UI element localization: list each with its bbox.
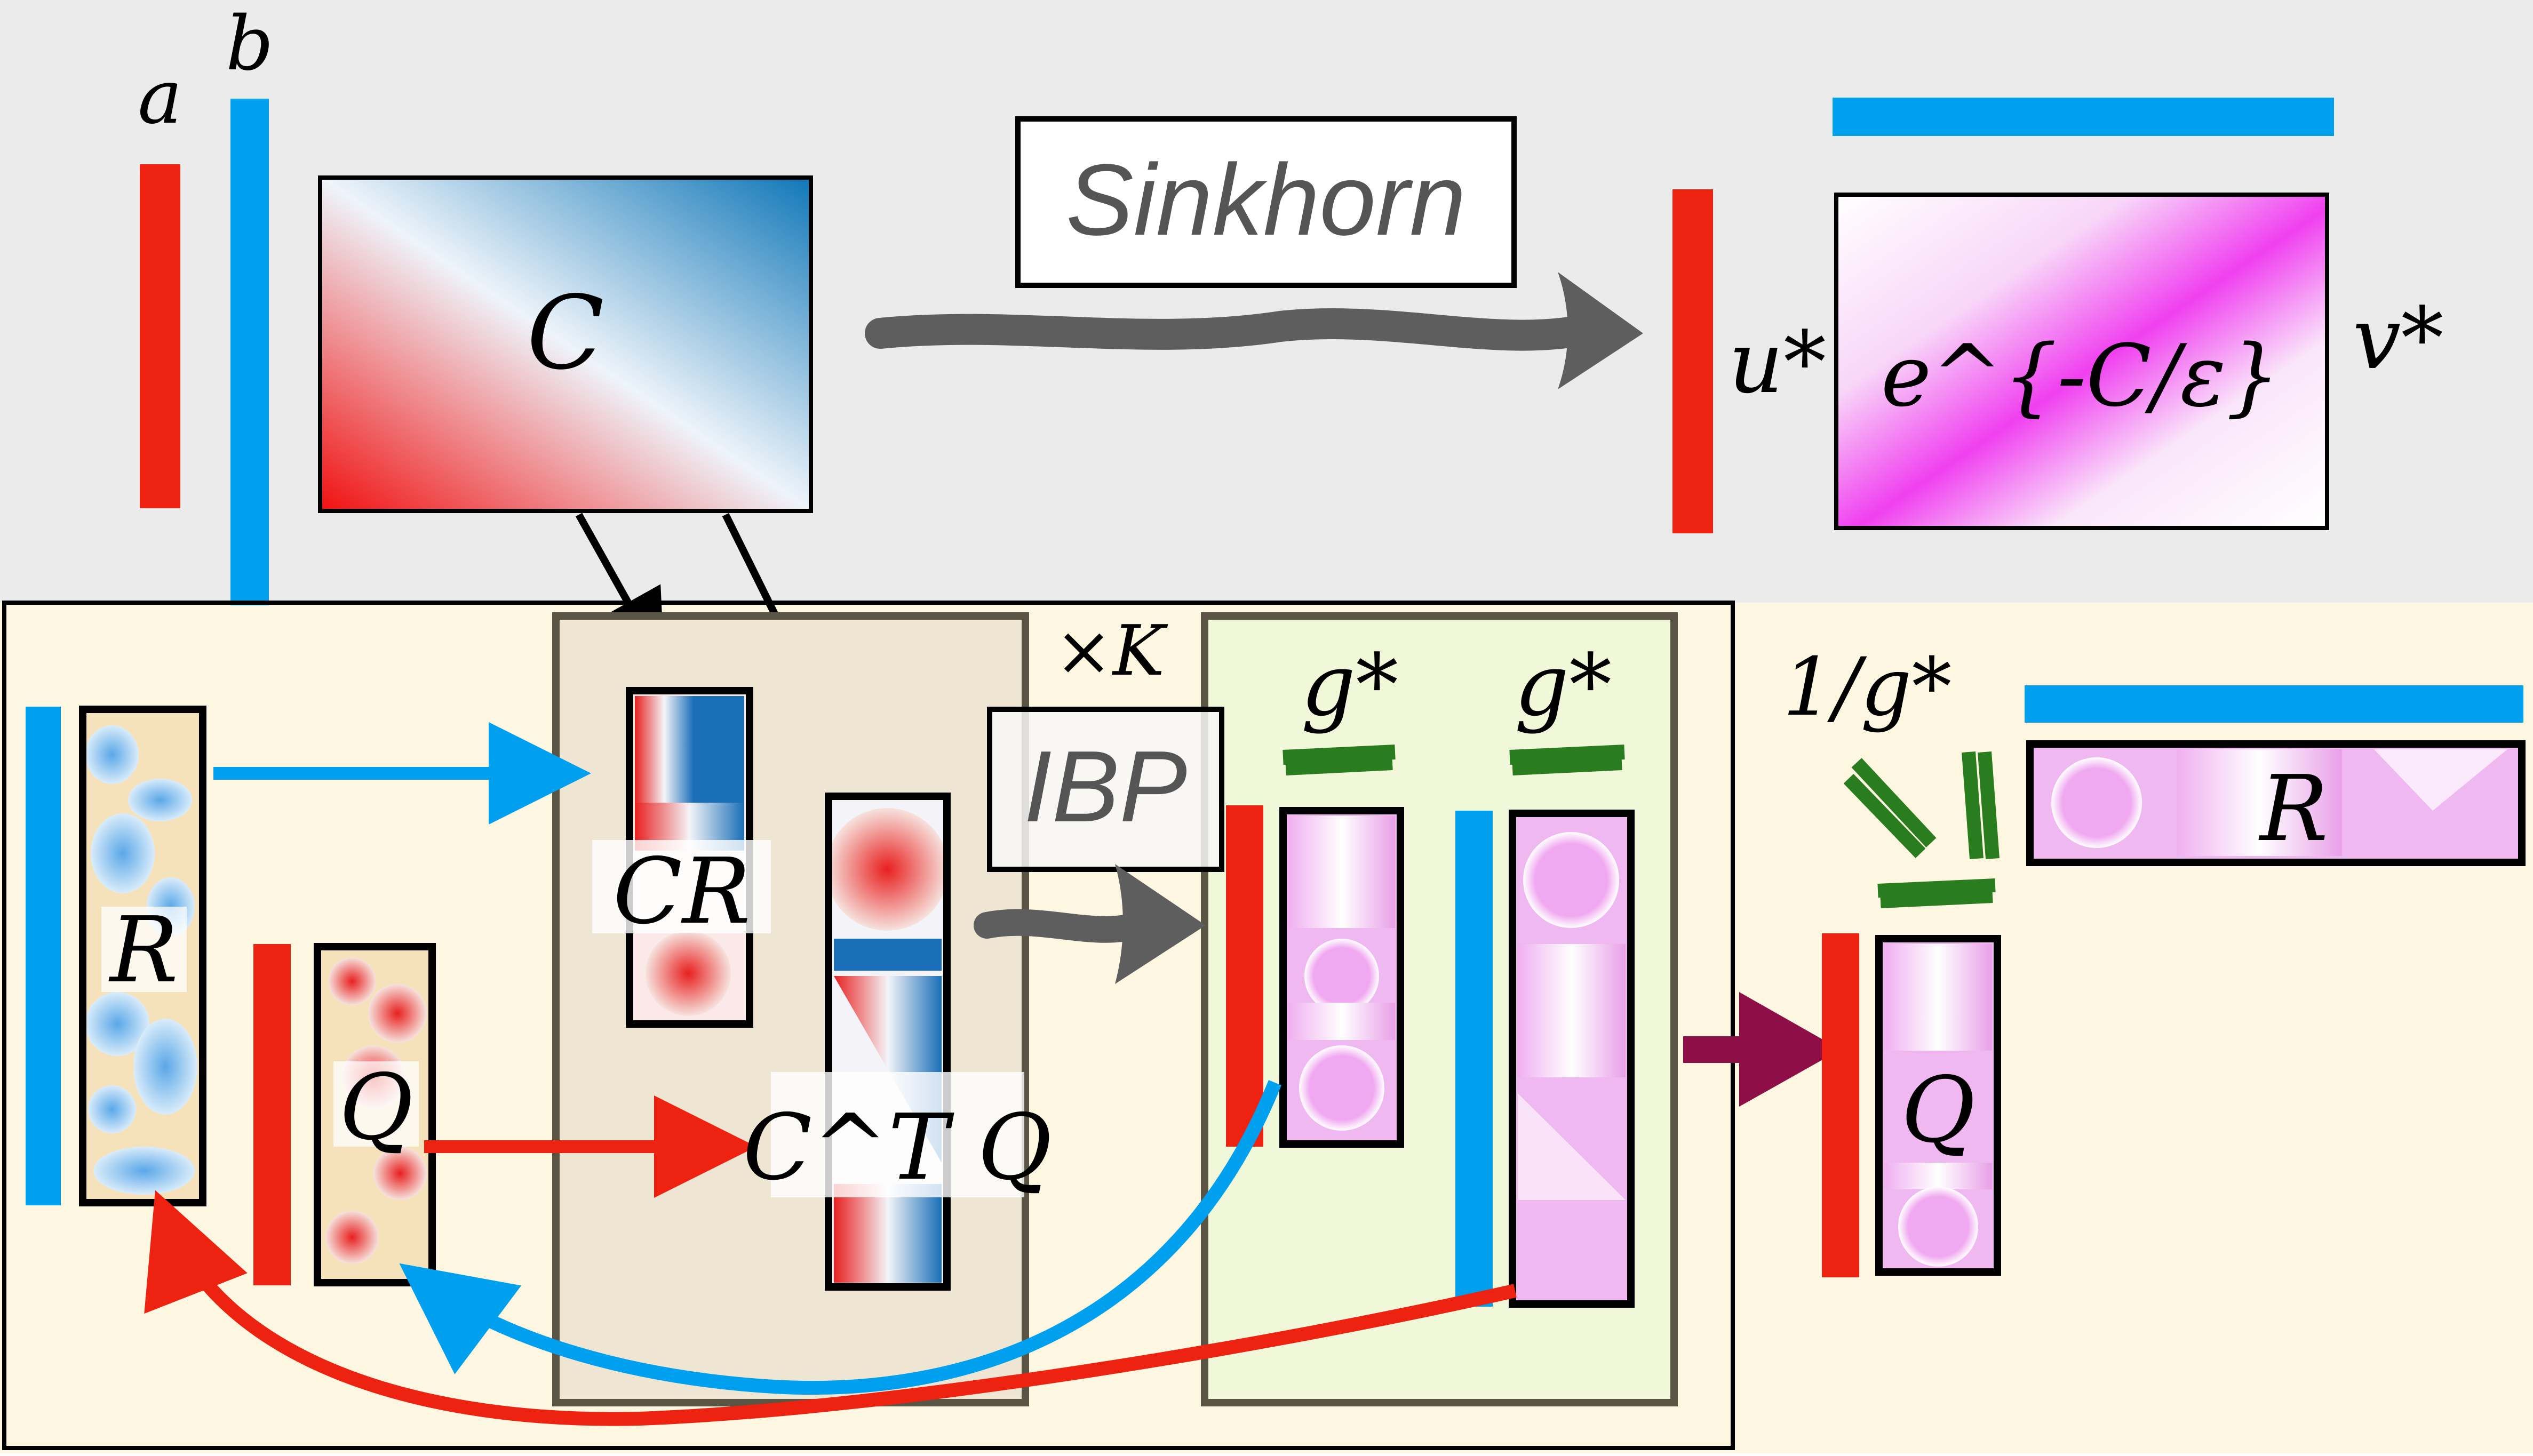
ibp-label: IBP (1024, 730, 1187, 843)
Q-left-red-bar (253, 944, 291, 1285)
label-a: a (138, 54, 182, 141)
CR-label-bg (592, 840, 771, 933)
Q-out-label: Q (1901, 1058, 1975, 1163)
kernel-label: e^{-C/ε} (1881, 326, 2281, 426)
v-star-label: v* (2353, 289, 2443, 388)
g1-green-scribble (1283, 745, 1396, 775)
R-out-blue-bar (2025, 685, 2523, 723)
g2-matrix (1509, 810, 1635, 1308)
sinkhorn-box (1015, 116, 1517, 288)
feedback-blue-arrow (399, 1080, 1282, 1395)
Q-out-matrix (1875, 935, 2001, 1276)
Q-out-red-bar (1822, 933, 1859, 1277)
R-out-label: R (2258, 756, 2328, 862)
g2-blue-bar (1455, 811, 1493, 1307)
output-purple-head (1739, 992, 1841, 1107)
ibp-box (987, 707, 1224, 872)
kernel-matrix (1834, 193, 2329, 530)
inv-g-star-label: 1/g* (1783, 641, 1952, 734)
CTQ-matrix (825, 793, 951, 1291)
vector-b-bar (230, 99, 269, 605)
R-label-bg (101, 907, 187, 992)
vector-a-bar (140, 164, 180, 508)
u-star-bar (1672, 189, 1713, 533)
g2-star-label: g* (1515, 635, 1612, 735)
ibp-arrow-head (1115, 864, 1206, 984)
Q-label-bg (333, 1061, 419, 1147)
inv-g-green-arrow (1843, 751, 2000, 908)
feedback-red-arrow (144, 1190, 1517, 1426)
cost-matrix-label: C (527, 274, 604, 392)
ibp-arrow-shaft (974, 909, 1150, 943)
CTQ-label-bg (771, 1072, 1024, 1197)
label-b: b (226, 1, 274, 87)
ibp-frame (2, 601, 1735, 1450)
v-star-bar (1833, 98, 2334, 136)
u-star-label: u* (1729, 313, 1826, 412)
CR-label: CR (613, 839, 751, 945)
Q-label: Q (339, 1055, 413, 1161)
repeat-K-label: ×K (1055, 610, 1168, 691)
R-out-matrix (2026, 740, 2526, 866)
R-label: R (108, 898, 178, 1003)
g2-green-scribble (1509, 745, 1625, 775)
sinkhorn-label: Sinkhorn (1066, 143, 1466, 257)
R-left-blue-bar (26, 707, 61, 1205)
sinkhorn-arrow-head (1558, 272, 1643, 389)
g1-red-bar (1226, 805, 1263, 1147)
CTQ-label: C^T Q (743, 1095, 1052, 1201)
g1-matrix (1279, 807, 1404, 1148)
g1-star-label: g* (1301, 635, 1398, 735)
sinkhorn-arrow-shaft (865, 308, 1595, 351)
cost-matrix-C (318, 175, 813, 513)
